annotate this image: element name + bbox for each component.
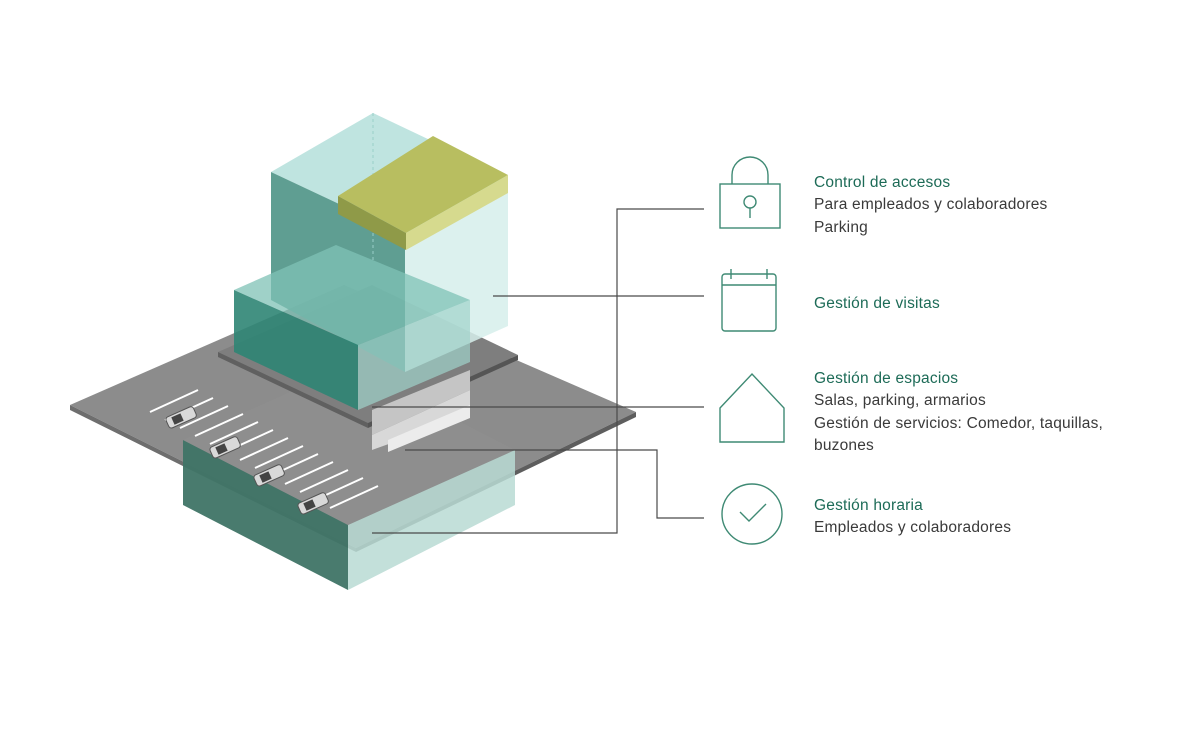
podium-volume: [234, 245, 470, 410]
feature-title: Gestión de visitas: [814, 295, 940, 312]
feature-spaces: Gestión de espacios Salas, parking, arma…: [814, 368, 1174, 458]
core-box: [372, 370, 470, 452]
feature-time-tracking: Gestión horaria Empleados y colaboradore…: [814, 495, 1174, 540]
car-icon: [209, 436, 241, 459]
feature-line: Empleados y colaboradores: [814, 519, 1012, 536]
calendar-icon: [721, 269, 777, 332]
car-icon: [297, 492, 329, 515]
padlock-icon: [719, 156, 781, 229]
feature-title: Gestión horaria: [814, 497, 923, 514]
feature-title: Control de accesos: [814, 174, 951, 191]
feature-visits: Gestión de visitas: [814, 293, 1174, 315]
feature-line: Parking: [814, 218, 868, 236]
leader-line-access: [372, 208, 704, 534]
car-icon: [165, 406, 197, 429]
cars: [165, 406, 329, 515]
roof-block: [338, 136, 508, 250]
feature-line: Para empleados y colaboradores: [814, 196, 1048, 213]
check-circle-icon: [721, 483, 783, 545]
feature-line: buzones: [814, 437, 875, 454]
feature-access-control: Control de accesos Para empleados y cola…: [814, 172, 1174, 239]
feature-line: Gestión de servicios: Comedor, taquillas…: [814, 414, 1104, 432]
underground-block: [183, 365, 515, 590]
car-icon: [253, 464, 285, 487]
leader-lines: [372, 208, 704, 534]
house-icon: [719, 372, 785, 443]
leader-line-hours: [405, 449, 704, 519]
feature-title: Gestión de espacios: [814, 370, 959, 387]
feature-line: Salas, parking, armarios: [814, 392, 986, 409]
